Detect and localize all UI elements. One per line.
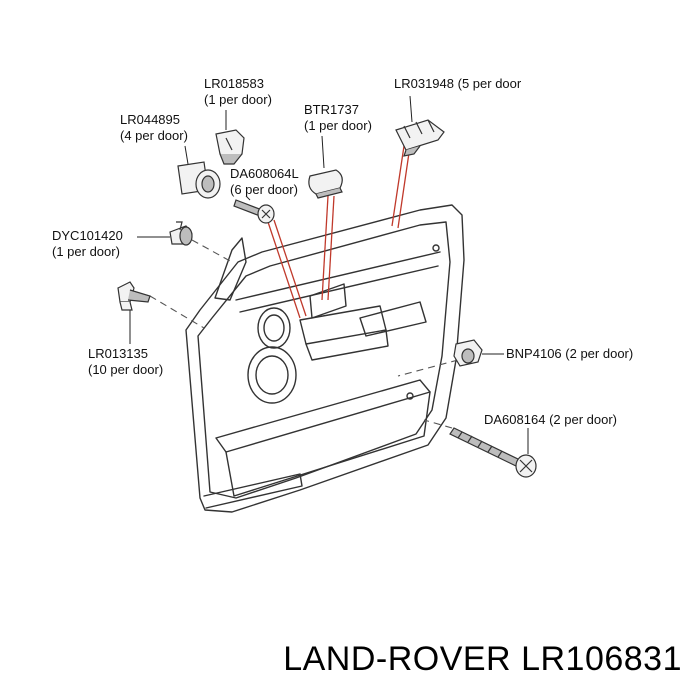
part-id: DA608064L: [230, 166, 299, 181]
label-lr031948: LR031948 (5 per door: [394, 76, 521, 92]
part-id: LR044895: [120, 112, 180, 127]
front-pillar: [214, 237, 247, 301]
upper-rail: [235, 251, 441, 301]
label-da608164: DA608164 (2 per door): [484, 412, 617, 428]
part-da608164-drawing: [449, 427, 537, 478]
upper-speaker: [257, 307, 291, 349]
bottom-rail: [203, 473, 303, 509]
part-qty: (4 per door): [120, 128, 188, 143]
dash-dyc101420: [191, 239, 233, 263]
handle-pull: [359, 301, 427, 337]
part-qty: (2 per door): [549, 412, 617, 427]
leader-da608064l: [245, 195, 251, 201]
part-qty: (1 per door): [204, 92, 272, 107]
part-id: BTR1737: [304, 102, 359, 117]
map-pocket-body: [225, 391, 431, 497]
label-da608064l: DA608064L (6 per door): [230, 166, 299, 198]
red-leader-lr031948-a: [391, 145, 405, 227]
part-lr044895-drawing: [177, 161, 221, 199]
panel-fixing-1: [432, 244, 440, 252]
part-id: DA608164: [484, 412, 546, 427]
part-qty: (10 per door): [88, 362, 164, 377]
part-id: DYC101420: [52, 228, 123, 243]
part-id: LR013135: [88, 346, 148, 361]
part-qty: (1 per door): [52, 244, 120, 259]
part-lr031948-drawing: [395, 119, 445, 157]
part-btr1737-drawing: [308, 169, 343, 199]
part-qty: (1 per door): [304, 118, 372, 133]
leader-btr1737: [321, 135, 325, 169]
red-leader-da608064l-b: [273, 219, 307, 317]
label-lr013135: LR013135 (10 per door): [88, 346, 163, 378]
part-da608064l-drawing: [233, 199, 275, 224]
part-id: LR018583: [204, 76, 264, 91]
red-leader-lr031948-b: [397, 145, 411, 229]
part-bnp4106-drawing: [453, 339, 483, 367]
part-qty: (2 per door): [565, 346, 634, 361]
dash-lr013135: [149, 295, 205, 329]
label-dyc101420: DYC101420 (1 per door): [52, 228, 123, 260]
door-handle-recess: [309, 283, 347, 319]
part-lr018583-drawing: [215, 129, 245, 165]
red-leader-btr1737-a: [321, 195, 329, 301]
part-id: BNP4106: [506, 346, 562, 361]
leader-lr031948: [409, 95, 413, 123]
leader-lr044895: [184, 145, 189, 165]
part-lr013135-drawing: [117, 281, 151, 311]
upper-speaker-inner: [263, 314, 285, 342]
part-qty: (6 per door): [230, 182, 298, 197]
armrest-lower: [305, 329, 389, 361]
panel-fixing-2: [406, 392, 414, 400]
dash-da608164: [423, 419, 453, 429]
upper-rail-inner: [239, 265, 439, 313]
dash-bnp4106: [397, 359, 459, 377]
red-leader-da608064l-a: [267, 221, 301, 319]
brand-name: LAND-ROVER: [283, 640, 512, 678]
lower-speaker-inner: [255, 355, 289, 395]
brand-part-number: LAND-ROVER LR106831: [283, 640, 682, 679]
part-number: LR106831: [521, 640, 682, 678]
red-leader-btr1737-b: [327, 195, 335, 301]
part-dyc101420-drawing: [169, 221, 193, 246]
label-lr044895: LR044895 (4 per door): [120, 112, 188, 144]
label-btr1737: BTR1737 (1 per door): [304, 102, 372, 134]
lower-speaker: [247, 346, 297, 404]
label-lr018583: LR018583 (1 per door): [204, 76, 272, 108]
part-qty: (5 per door: [457, 76, 522, 91]
armrest: [299, 305, 387, 345]
label-bnp4106: BNP4106 (2 per door): [506, 346, 633, 362]
part-id: LR031948: [394, 76, 454, 91]
